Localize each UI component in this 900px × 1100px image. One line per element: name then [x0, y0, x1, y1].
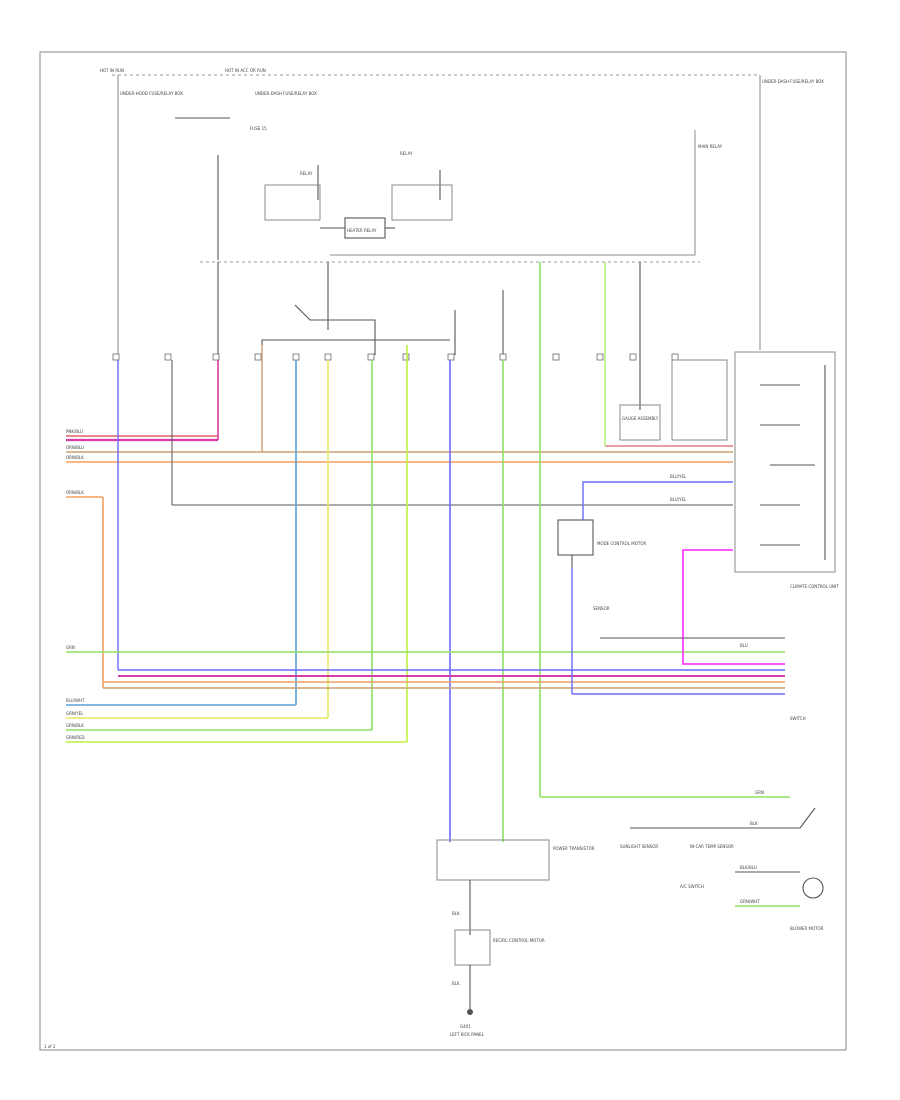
fuse-left-label: UNDER-HOOD FUSE/RELAY BOX [120, 91, 183, 96]
harness-lower [66, 496, 785, 743]
wire-color-labels: PNK/BLU ORN/BLU ORN/BLK ORN/BLK GRN BLU/… [66, 429, 764, 986]
wire-label: BLU [740, 643, 748, 648]
control-unit-box [671, 359, 728, 441]
in-car-label: IN-CAR TEMP SENSOR [690, 844, 734, 849]
gauge-label: GAUGE ASSEMBLY [622, 416, 659, 421]
heater-relay-label: HEATER RELAY [347, 228, 377, 233]
ground-desc-label: LEFT KICK PANEL [450, 1032, 485, 1037]
ground-point [467, 1009, 473, 1015]
wire-label: GRN/BLK [66, 723, 84, 728]
main-relay-label: MAIN RELAY [698, 144, 723, 149]
wire-label: ORN/BLK [66, 455, 84, 460]
bus-switch-path [294, 304, 376, 355]
climate-control-unit [734, 351, 836, 573]
blower-label: BLOWER MOTOR [790, 926, 824, 931]
relay-b-box [391, 184, 453, 221]
gauge-box [619, 404, 661, 441]
switch-label: SWITCH [790, 716, 806, 721]
blower-motor-symbol [802, 877, 824, 899]
wire-label: BLK [452, 981, 460, 986]
blue-loop [582, 481, 733, 520]
power-transistor-label: POWER TRANSISTOR [553, 846, 595, 851]
fuse-mid-label: UNDER-DASH FUSE/RELAY BOX [255, 91, 317, 96]
page-number: 1 of 2 [44, 1044, 56, 1049]
connector-row [112, 353, 679, 361]
labels: HOT IN RUN HOT IN ACC OR RUN UNDER-HOOD … [44, 68, 839, 1049]
fuse-no-label: FUSE 15 [250, 126, 267, 131]
ground-label: G401 [460, 1024, 471, 1029]
relay-a-box [264, 184, 321, 221]
wire-label: PNK/BLU [66, 429, 83, 434]
wire-label: GRN [755, 790, 764, 795]
harness-vertical [102, 262, 606, 842]
wire-label: BLK [750, 821, 758, 826]
wire-label: BLK [452, 911, 460, 916]
wire-label: GRN/WHT [740, 899, 760, 904]
wire-label: GRN/YEL [66, 711, 84, 716]
wire-label: ORN/BLU [66, 445, 84, 450]
switch-arm [799, 807, 816, 829]
recirc-motor-box [454, 929, 491, 966]
diagram-frame [39, 51, 847, 1051]
power-transistor-box [436, 839, 550, 881]
fuse-right-label: UNDER-DASH FUSE/RELAY BOX [762, 79, 824, 84]
ac-switch-label: A/C SWITCH [680, 884, 704, 889]
magenta-loop [682, 549, 785, 665]
sensor-label: SENSOR [593, 606, 610, 611]
mode-motor-box [557, 519, 594, 556]
relay-b-label: RELAY [300, 171, 313, 176]
mode-motor-label: MODE CONTROL MOTOR [597, 541, 646, 546]
recirc-label: RECIRC CONTROL MOTOR [493, 938, 545, 943]
wire-label: BLK/BLU [740, 865, 757, 870]
control-feed [330, 130, 696, 256]
hot-run-label: HOT IN RUN [100, 68, 124, 73]
wire-label: GRN/RED [66, 735, 85, 740]
relay-a-label: RELAY [400, 151, 413, 156]
bus-bracket [261, 339, 450, 345]
wire-label: ORN/BLK [66, 490, 84, 495]
hot-acc-label: HOT IN ACC OR RUN [225, 68, 266, 73]
wire-label: BLU/YEL [670, 474, 687, 479]
sunlight-label: SUNLIGHT SENSOR [620, 844, 658, 849]
wire-label: BLU/WHT [66, 698, 85, 703]
wire-label: GRN [66, 645, 75, 650]
control-unit-label: CLIMATE CONTROL UNIT [790, 584, 839, 589]
wire-label: BLU/YEL [670, 497, 687, 502]
harness-horizontal [66, 435, 733, 506]
